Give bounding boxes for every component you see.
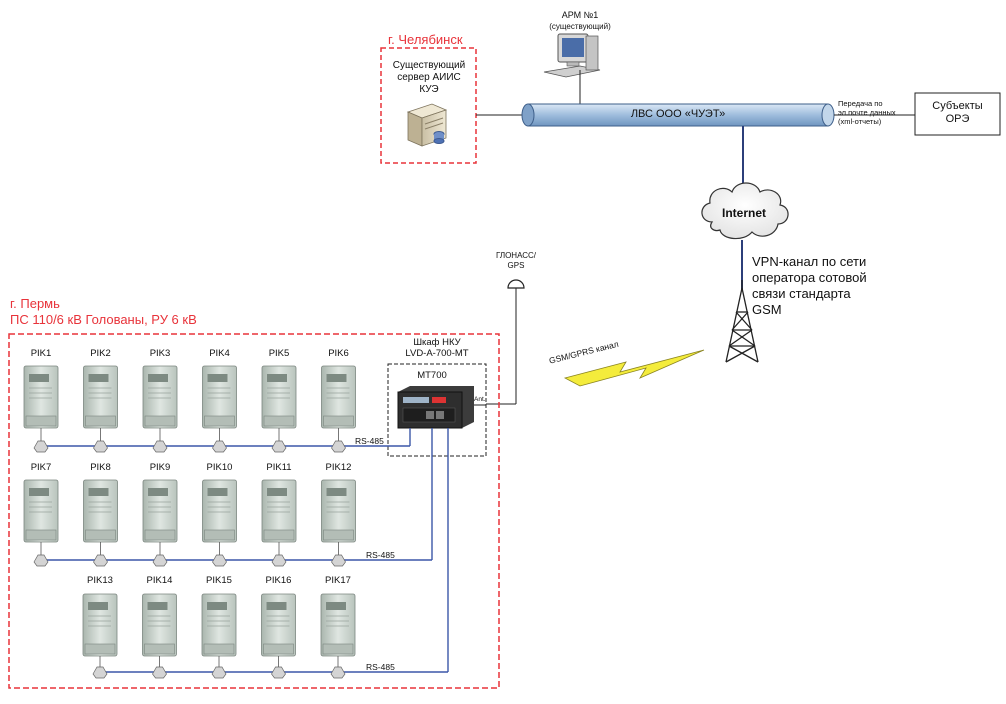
lan-label: ЛВС ООО «ЧУЭТ» — [630, 108, 726, 120]
arm-title: АРМ №1 — [561, 10, 599, 20]
meter-label-pik4: PIK4 — [209, 348, 230, 359]
meter-label-pik13: PIK13 — [87, 575, 113, 586]
computer-icon — [543, 33, 601, 78]
meter-pik4 — [202, 365, 237, 453]
meter-pik7 — [23, 479, 59, 567]
perm-title: г. Пермь ПС 110/6 кВ Голованы, РУ 6 кВ — [10, 296, 197, 328]
meter-pik1 — [23, 365, 59, 453]
bus-label-3: RS-485 — [366, 662, 395, 672]
cabinet-frame — [387, 363, 487, 457]
meter-pik10 — [202, 479, 237, 567]
meter-pik3 — [142, 365, 178, 453]
glonass-label: ГЛОНАСС/ GPS — [494, 251, 538, 271]
meter-label-pik12: PIK12 — [325, 462, 352, 473]
meter-pik9 — [142, 479, 178, 567]
meter-label-pik11: PIK11 — [266, 462, 292, 473]
meter-pik17 — [320, 593, 356, 679]
perm-frame — [8, 333, 500, 689]
tower-icon — [725, 280, 759, 363]
meter-label-pik9: PIK9 — [149, 462, 171, 473]
internet-label: Internet — [721, 206, 766, 220]
bus-label-1: RS-485 — [355, 436, 384, 446]
meter-label-pik14: PIK14 — [146, 575, 173, 586]
meter-pik13 — [82, 593, 118, 679]
meter-label-pik1: PIK1 — [30, 348, 52, 359]
vpn-description: VPN-канал по сети оператора сотовой связ… — [752, 254, 867, 318]
meter-pik6 — [321, 365, 356, 453]
device-label: MT700 — [417, 370, 447, 381]
antenna-icon — [486, 279, 525, 405]
meter-label-pik8: PIK8 — [90, 462, 111, 473]
ore-label: Субъекты ОРЭ — [932, 100, 983, 125]
meter-label-pik7: PIK7 — [30, 462, 52, 473]
meter-label-pik16: PIK16 — [265, 575, 292, 586]
server-icon — [406, 103, 448, 147]
arm-label: АРМ №1 (существующий) — [540, 10, 620, 32]
vpn-line-3: связи стандарта — [752, 286, 851, 301]
meter-pik16 — [261, 593, 296, 679]
perm-title-line-1: г. Пермь — [10, 296, 60, 311]
meter-pik11 — [261, 479, 297, 567]
meter-pik15 — [201, 593, 237, 679]
meter-pik8 — [83, 479, 118, 567]
meters-layer — [23, 365, 356, 679]
meter-pik12 — [321, 479, 356, 567]
meter-label-pik15: PIK15 — [206, 575, 232, 586]
vpn-line-2: оператора сотовой — [752, 270, 867, 285]
glonass-line-1: ГЛОНАСС/ — [495, 251, 537, 260]
cloud-icon — [701, 182, 789, 240]
mt700-device — [397, 386, 486, 429]
chelyabinsk-title: г. Челябинск — [388, 32, 463, 47]
perm-title-line-2: ПС 110/6 кВ Голованы, РУ 6 кВ — [10, 312, 197, 327]
chelyabinsk-frame — [380, 47, 477, 164]
lan-pipe — [521, 103, 835, 127]
ore-box — [914, 92, 1001, 136]
meter-label-pik6: PIK6 — [328, 348, 349, 359]
cabinet-title-line-1: Шкаф НКУ — [413, 337, 461, 348]
meter-label-pik5: PIK5 — [268, 348, 290, 359]
glonass-line-2: GPS — [507, 261, 525, 270]
meter-label-pik10: PIK10 — [206, 462, 233, 473]
bus-label-2: RS-485 — [366, 550, 395, 560]
meter-label-pik2: PIK2 — [90, 348, 111, 359]
vpn-line-1: VPN-канал по сети — [752, 254, 867, 269]
lightning-icon — [563, 349, 705, 387]
server-label: Существующий сервер АИИС КУЭ — [392, 60, 466, 95]
arm-subtitle: (существующий) — [549, 22, 611, 31]
vpn-line-4: GSM — [752, 302, 782, 317]
cabinet-title-line-2: LVD-A-700-MT — [405, 348, 469, 359]
meter-pik2 — [83, 365, 118, 453]
ant-label: Ant. — [474, 396, 486, 403]
email-note: Передача по эл.почте данных (xml-отчеты) — [838, 99, 896, 126]
meter-pik5 — [261, 365, 297, 453]
meter-pik14 — [142, 593, 177, 679]
meter-label-pik3: PIK3 — [149, 348, 171, 359]
meter-label-pik17: PIK17 — [325, 575, 351, 586]
cabinet-title: Шкаф НКУ LVD-A-700-MT — [394, 337, 480, 359]
